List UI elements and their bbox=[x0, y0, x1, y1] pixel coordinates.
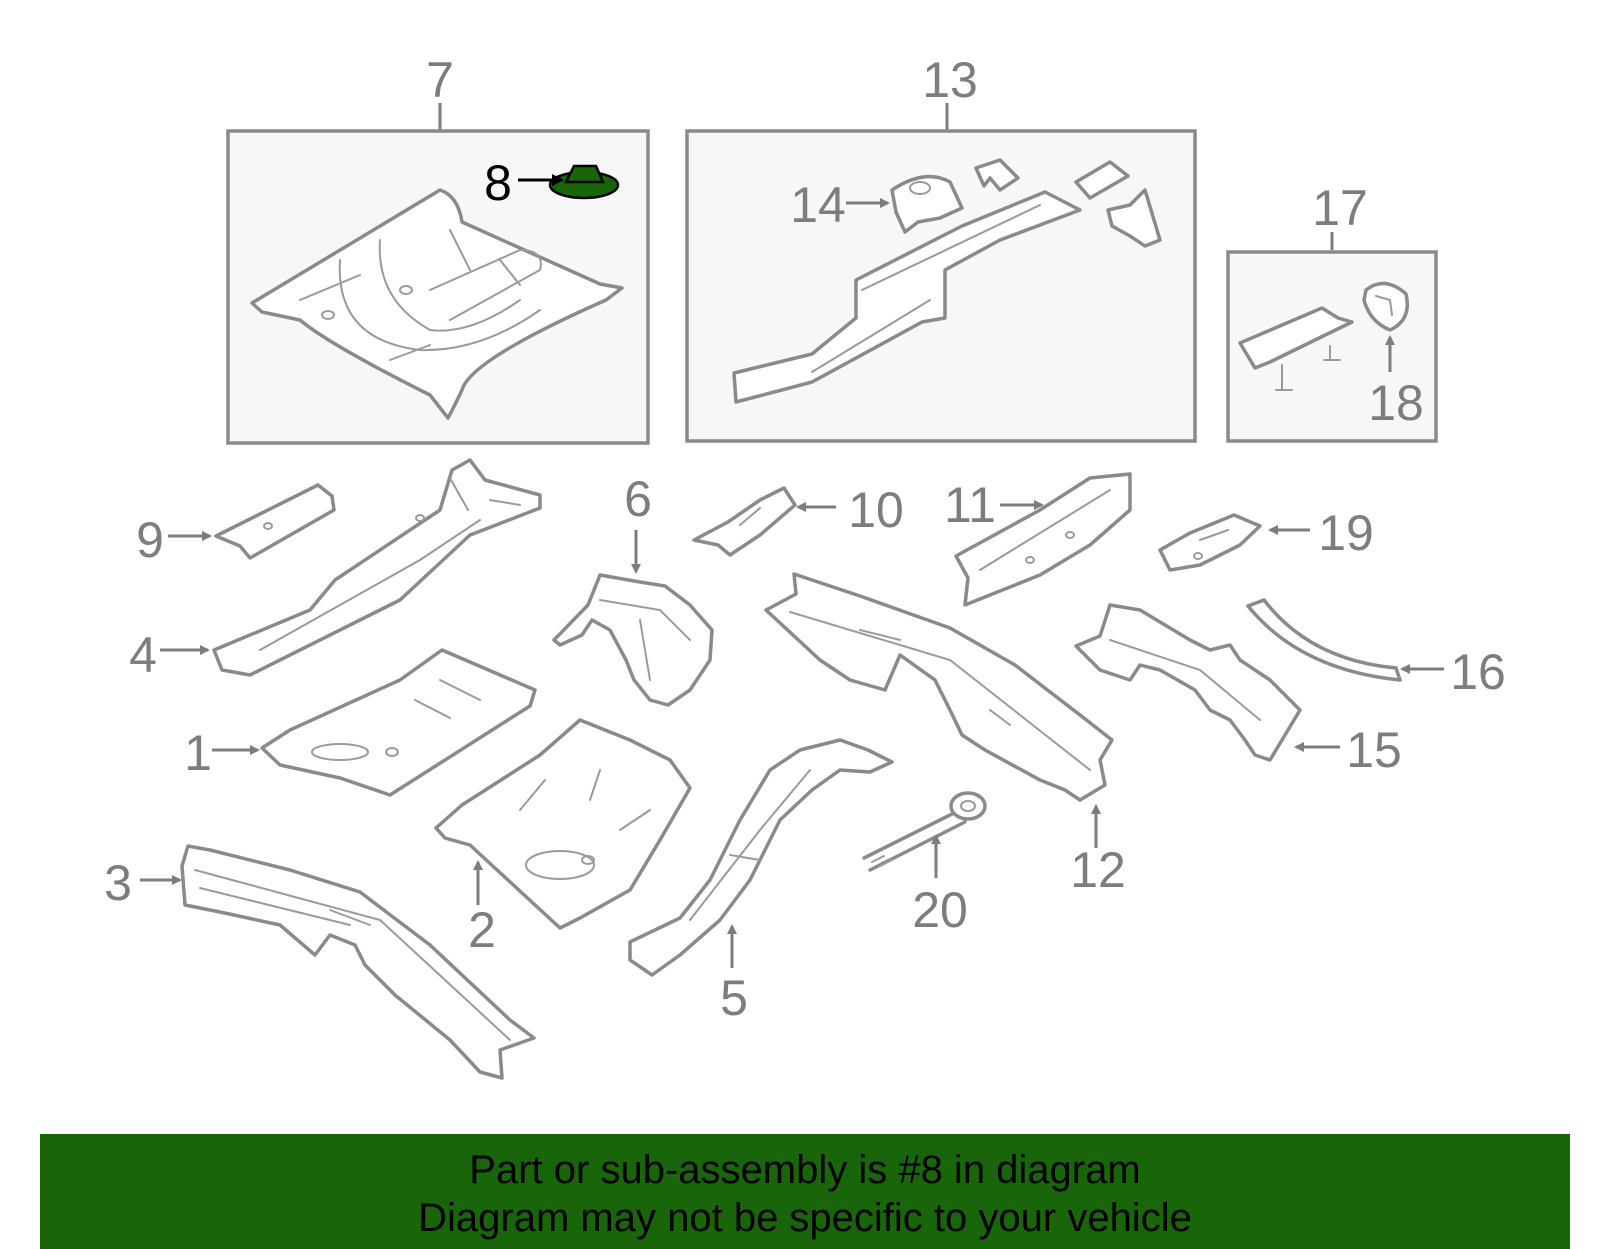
part-5-side-rail[interactable] bbox=[628, 738, 894, 977]
part-1-floor-panel[interactable] bbox=[260, 648, 537, 797]
banner-line-2: Diagram may not be specific to your vehi… bbox=[418, 1196, 1192, 1240]
part-4-side-member[interactable] bbox=[212, 458, 542, 677]
banner-line-1: Part or sub-assembly is #8 in diagram bbox=[469, 1148, 1141, 1192]
callout-8[interactable]: 8 bbox=[484, 155, 512, 211]
part-12-floor-side-member[interactable] bbox=[764, 572, 1114, 802]
callout-17[interactable]: 17 bbox=[1312, 180, 1368, 236]
callout-14[interactable]: 14 bbox=[790, 177, 846, 233]
part-19-plate[interactable] bbox=[1158, 513, 1262, 572]
group-box-7: 7 8 bbox=[226, 52, 650, 445]
callout-3[interactable]: 3 bbox=[104, 855, 132, 911]
part-8-plug-highlighted[interactable] bbox=[548, 164, 620, 200]
callout-13[interactable]: 13 bbox=[922, 52, 978, 108]
part-rear-rail[interactable] bbox=[732, 190, 1082, 404]
callout-20[interactable]: 20 bbox=[912, 882, 968, 938]
callout-18[interactable]: 18 bbox=[1368, 375, 1424, 431]
part-14-mount[interactable] bbox=[890, 174, 964, 234]
part-9-reinforcement[interactable] bbox=[214, 483, 336, 560]
part-small-bracket-a[interactable] bbox=[974, 158, 1020, 192]
info-banner: Part or sub-assembly is #8 in diagram Di… bbox=[40, 1134, 1570, 1249]
callout-16[interactable]: 16 bbox=[1450, 644, 1506, 700]
callout-11[interactable]: 11 bbox=[944, 477, 996, 533]
part-small-bracket-b[interactable] bbox=[1074, 160, 1130, 200]
part-11-reinforcement[interactable] bbox=[954, 472, 1132, 607]
callout-12[interactable]: 12 bbox=[1070, 842, 1126, 898]
callout-7[interactable]: 7 bbox=[426, 52, 454, 108]
callout-5[interactable]: 5 bbox=[720, 970, 748, 1026]
part-floor-pan-assembly[interactable] bbox=[250, 188, 624, 420]
callout-19[interactable]: 19 bbox=[1318, 505, 1374, 561]
callout-6[interactable]: 6 bbox=[624, 471, 652, 527]
callout-2[interactable]: 2 bbox=[468, 902, 496, 958]
callout-15[interactable]: 15 bbox=[1346, 722, 1402, 778]
part-6-bracket[interactable] bbox=[552, 573, 714, 707]
part-10-bracket[interactable] bbox=[692, 486, 797, 557]
part-small-bracket-c[interactable] bbox=[1106, 188, 1162, 248]
part-20-tow-hook[interactable] bbox=[862, 791, 987, 872]
part-15-side-member[interactable] bbox=[1074, 603, 1302, 762]
callout-10[interactable]: 10 bbox=[848, 482, 904, 538]
part-18-plate[interactable] bbox=[1362, 281, 1409, 332]
part-3-rear-rail[interactable] bbox=[180, 844, 536, 1080]
callout-9[interactable]: 9 bbox=[136, 512, 164, 568]
group-box-13: 13 14 bbox=[685, 52, 1197, 443]
part-2-spare-tire-pan[interactable] bbox=[434, 718, 692, 930]
callout-1[interactable]: 1 bbox=[184, 725, 212, 781]
group-box-17: 17 18 bbox=[1226, 180, 1438, 443]
callout-4[interactable]: 4 bbox=[129, 627, 157, 683]
part-16-strip[interactable] bbox=[1246, 598, 1402, 682]
part-17-bracket[interactable] bbox=[1238, 306, 1354, 391]
